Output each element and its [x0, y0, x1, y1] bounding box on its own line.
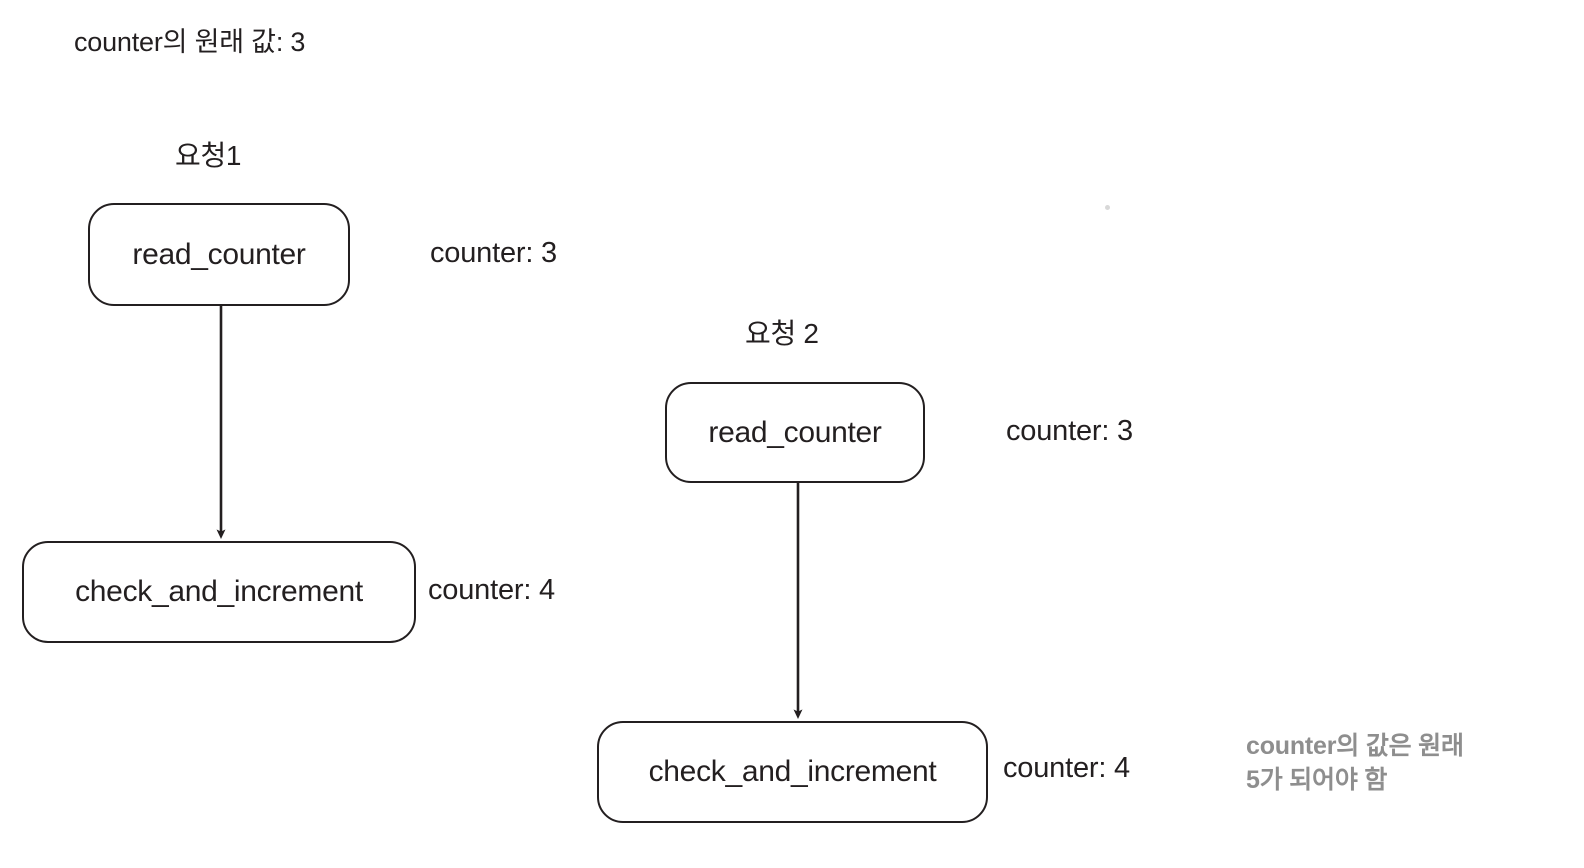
state-label-request-1-check-and-increment: counter: 4 [428, 574, 555, 606]
initial-counter-caption: counter의 원래 값: 3 [74, 27, 306, 57]
scan-speck [1105, 205, 1110, 210]
state-label-request-2-check-and-increment: counter: 4 [1003, 752, 1130, 784]
lane-title-request-1: 요청1 [175, 140, 242, 171]
expected-value-note-line-1: counter의 값은 원래 [1246, 732, 1464, 760]
lane-title-request-2: 요청 2 [745, 318, 819, 349]
state-label-request-2-read-counter: counter: 3 [1006, 415, 1133, 447]
node-label: check_and_increment [648, 755, 937, 788]
node-request-1-read-counter[interactable]: read_counter [88, 203, 350, 306]
expected-value-note-line-2: 5가 되어야 함 [1246, 766, 1388, 794]
node-request-2-read-counter[interactable]: read_counter [665, 382, 925, 483]
node-request-2-check-and-increment[interactable]: check_and_increment [597, 721, 988, 823]
expected-value-note: counter의 값은 원래 5가 되어야 함 [1246, 729, 1556, 797]
node-label: read_counter [132, 237, 306, 271]
state-label-request-1-read-counter: counter: 3 [430, 237, 557, 269]
node-label: check_and_increment [75, 575, 363, 608]
node-request-1-check-and-increment[interactable]: check_and_increment [22, 541, 416, 643]
node-label: read_counter [708, 415, 882, 449]
